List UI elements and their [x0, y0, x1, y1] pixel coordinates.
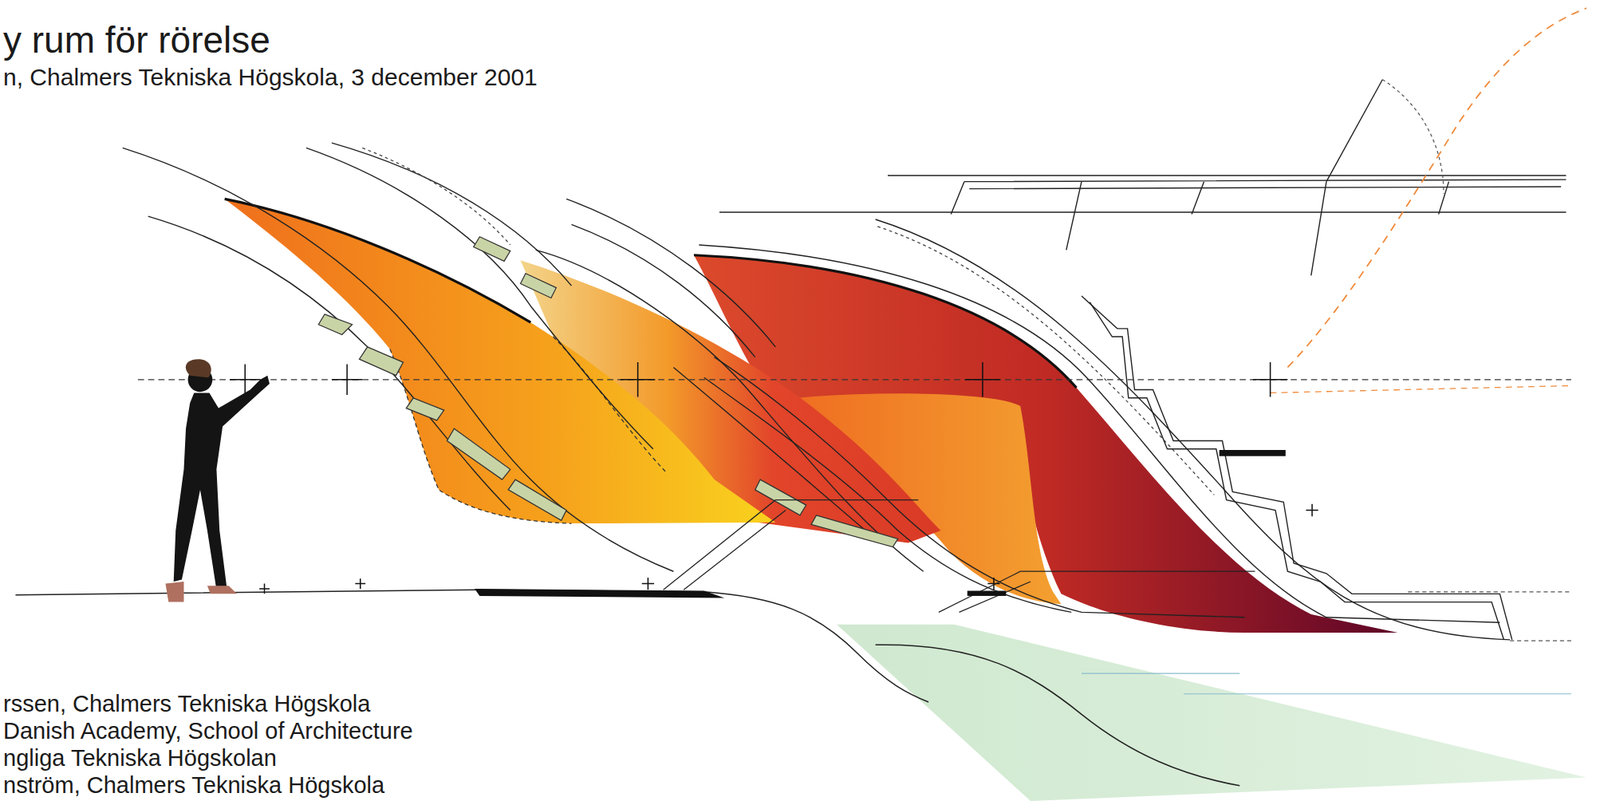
- credit-line: Danish Academy, School of Architecture: [3, 717, 414, 745]
- credit-line: rssen, Chalmers Tekniska Högskola: [3, 690, 371, 718]
- credit-line: ngliga Tekniska Högskolan: [3, 744, 277, 772]
- title: y rum för rörelse: [3, 19, 271, 62]
- subtitle: n, Chalmers Tekniska Högskola, 3 decembe…: [3, 63, 538, 92]
- credit-line: nström, Chalmers Tekniska Högskola: [3, 772, 385, 799]
